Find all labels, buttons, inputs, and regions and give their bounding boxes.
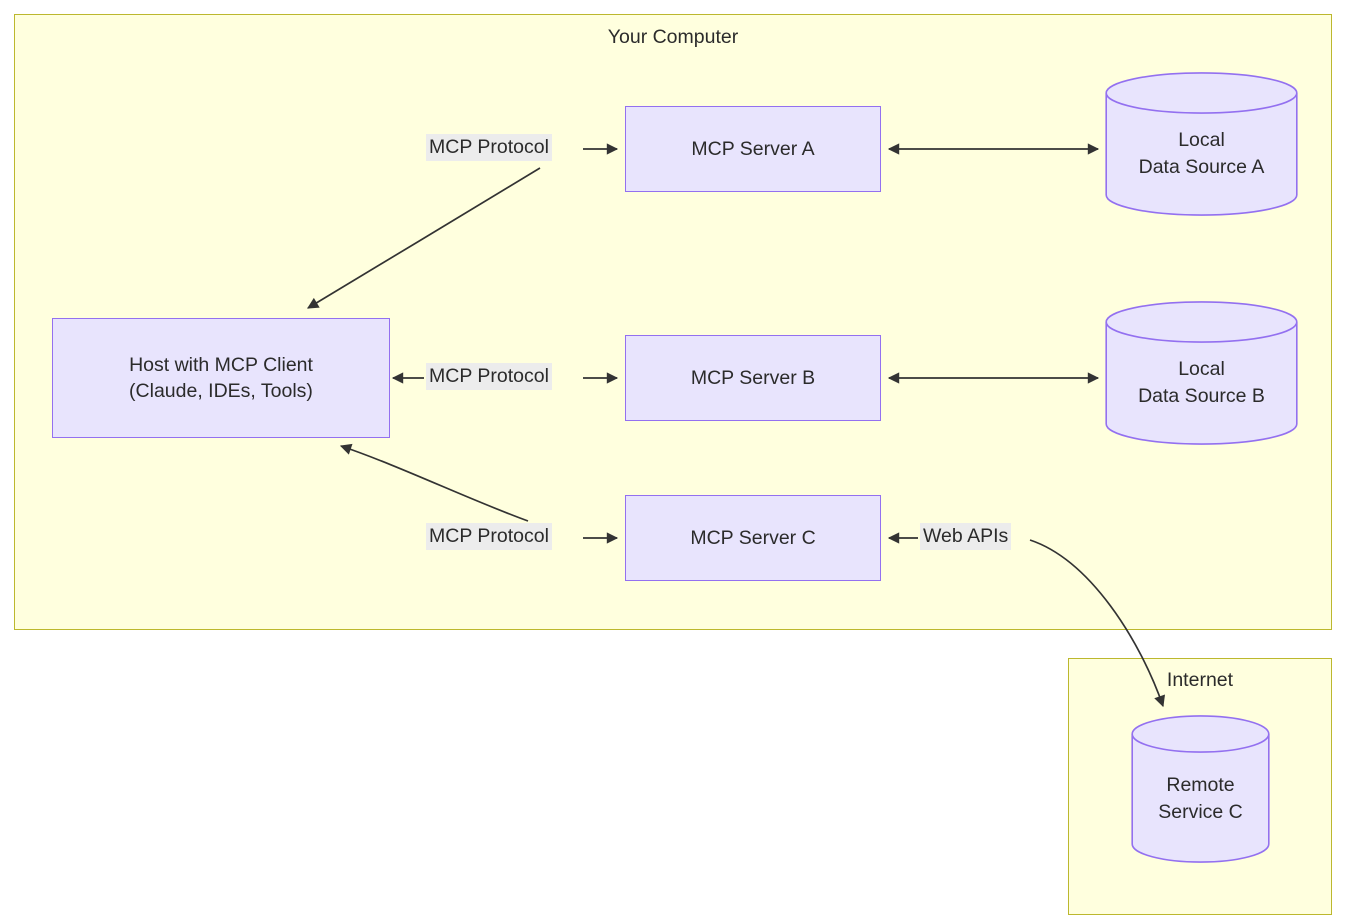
db-a-line1: Local [1178, 129, 1225, 151]
db-c-line1: Remote [1166, 774, 1235, 796]
node-host-label-line2: (Claude, IDEs, Tools) [129, 380, 313, 402]
edge-label-mcp-protocol-c: MCP Protocol [426, 523, 552, 550]
db-b-line2: Data Source B [1138, 384, 1265, 407]
node-server-a-label: MCP Server A [691, 137, 815, 160]
node-server-b-label: MCP Server B [690, 366, 816, 389]
node-host-with-mcp-client[interactable]: Host with MCP Client (Claude, IDEs, Tool… [52, 318, 390, 438]
cluster-title-internet-text: Internet [1166, 669, 1234, 691]
node-mcp-server-c[interactable]: MCP Server C [625, 495, 881, 581]
node-local-data-source-a[interactable]: Local Data Source A [1105, 72, 1298, 216]
node-mcp-server-a[interactable]: MCP Server A [625, 106, 881, 192]
node-local-data-source-b[interactable]: Local Data Source B [1105, 301, 1298, 445]
cylinder-shape-a [1105, 72, 1298, 216]
edge-label-web-apis: Web APIs [920, 523, 1012, 550]
db-a-line2: Data Source A [1138, 155, 1265, 178]
cylinder-shape-b [1105, 301, 1298, 445]
edge-label-mcp-protocol-a: MCP Protocol [426, 134, 552, 161]
db-b-line1: Local [1178, 358, 1225, 380]
node-remote-service-c-label: Remote Service C [1131, 772, 1270, 826]
cluster-title-your-computer: Your Computer [14, 26, 1332, 48]
edge-label-mcp-protocol-b: MCP Protocol [426, 363, 552, 390]
cluster-title-internet: Internet [1068, 669, 1332, 691]
node-local-data-source-b-label: Local Data Source B [1105, 356, 1298, 410]
db-c-line2: Service C [1158, 800, 1243, 823]
cluster-title-your-computer-text: Your Computer [607, 26, 739, 48]
node-local-data-source-a-label: Local Data Source A [1105, 127, 1298, 181]
node-mcp-server-b[interactable]: MCP Server B [625, 335, 881, 421]
cylinder-shape-c [1131, 715, 1270, 863]
node-server-c-label: MCP Server C [690, 526, 816, 549]
node-host-label-line1: Host with MCP Client [129, 353, 313, 376]
node-remote-service-c[interactable]: Remote Service C [1131, 715, 1270, 863]
